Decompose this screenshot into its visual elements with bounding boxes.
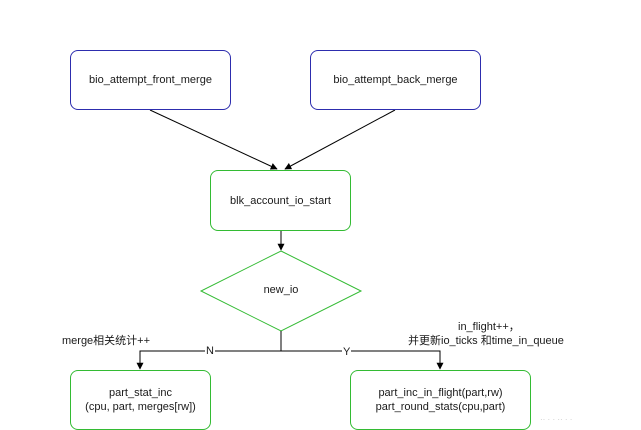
bio-attempt-front-merge-node: bio_attempt_front_merge [70, 50, 231, 110]
blk-account-io-start-node: blk_account_io_start [210, 170, 351, 231]
bio-attempt-back-merge-label: bio_attempt_back_merge [333, 74, 458, 86]
bio-attempt-front-merge-label: bio_attempt_front_merge [89, 74, 212, 86]
part-stat-inc-label-line1: part_stat_inc [109, 387, 172, 399]
blk-account-io-start-label: blk_account_io_start [230, 194, 331, 207]
part-inc-in-flight-label-line2: part_round_stats(cpu,part) [375, 401, 506, 413]
edge-label-yes: Y [342, 346, 352, 358]
part-stat-inc-label-line2: (cpu, part, merges[rw]) [85, 401, 196, 413]
part-inc-in-flight-label-line1: part_inc_in_flight(part,rw) [378, 387, 503, 399]
watermark: ·· · · ·· · · [540, 415, 573, 424]
edge-front-to-start [149, 109, 278, 170]
edge-back-to-start [284, 109, 396, 170]
new-io-label: new_io [263, 284, 299, 296]
merge-stats-note: merge相关统计++ [62, 335, 151, 347]
edge-newio-yes [281, 350, 444, 370]
part-stat-inc-node: part_stat_inc (cpu, part, merges[rw]) [70, 370, 211, 430]
in-flight-note-line2: 并更新io_ticks 和time_in_queue [408, 335, 564, 347]
bio-attempt-back-merge-node: bio_attempt_back_merge [310, 50, 481, 110]
part-inc-in-flight-node: part_inc_in_flight(part,rw) part_round_s… [350, 370, 531, 430]
edge-label-no: N [205, 345, 215, 357]
in-flight-note-line1: in_flight++， [458, 321, 520, 333]
